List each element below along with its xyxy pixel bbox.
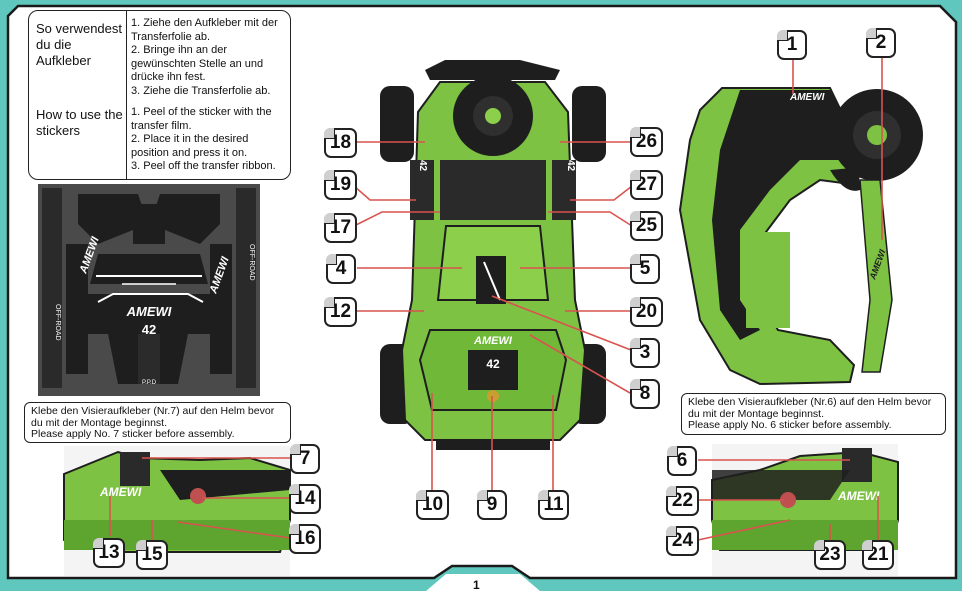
- left-helmet-note: Klebe den Visieraufkleber (Nr.7) auf den…: [24, 402, 291, 443]
- left-note-en: Please apply No. 7 sticker before assemb…: [31, 428, 235, 440]
- divider: [126, 11, 127, 179]
- car-top-view: AMEWI 42 42 42: [380, 60, 606, 450]
- de-step-1: 1. Ziehe den Aufkleber mit der Transferf…: [131, 17, 278, 43]
- callout-27: 27: [630, 170, 663, 200]
- callout-3: 3: [630, 338, 660, 368]
- callout-13: 13: [93, 538, 125, 568]
- de-steps: 1. Ziehe den Aufkleber mit der Transferf…: [131, 17, 287, 98]
- car-side-view-left: AMEWI: [63, 446, 291, 576]
- callout-17: 17: [324, 213, 357, 243]
- callout-12: 12: [324, 297, 357, 327]
- en-step-3: 3. Peel off the transfer ribbon.: [131, 160, 276, 172]
- right-note-de: Klebe den Visieraufkleber (Nr.6) auf den…: [688, 396, 932, 420]
- callout-2: 2: [866, 28, 896, 58]
- en-question: How to use the stickers: [36, 107, 123, 138]
- sheet-ppd-text: P.P.D: [142, 380, 157, 386]
- sheet-offroad-left: OFF-ROAD: [54, 304, 61, 341]
- callout-4: 4: [326, 254, 356, 284]
- en-steps: 1. Peel of the sticker with the transfer…: [131, 106, 287, 174]
- callout-22: 22: [666, 486, 699, 516]
- hood-number-text: 42: [486, 357, 500, 371]
- sticker-instructions-panel: So verwendest du die Aufkleber 1. Ziehe …: [28, 10, 291, 180]
- callout-11: 11: [538, 490, 569, 520]
- left-note-de: Klebe den Visieraufkleber (Nr.7) auf den…: [31, 405, 275, 429]
- callout-6: 6: [667, 446, 697, 476]
- de-question: So verwendest du die Aufkleber: [36, 21, 122, 68]
- hood-brand-text: AMEWI: [473, 335, 513, 347]
- sheet-brand-text: AMEWI: [126, 304, 172, 319]
- right-note-en: Please apply No. 6 sticker before assemb…: [688, 419, 892, 431]
- sticker-sheet: AMEWI 42 P.P.D OFF-ROAD OFF-ROAD AMEWI A…: [38, 184, 260, 396]
- remote-brand-text: AMEWI: [789, 92, 825, 103]
- sheet-number-text: 42: [142, 322, 156, 337]
- sheet-offroad-right: OFF-ROAD: [248, 244, 255, 281]
- en-step-2: 2. Place it in the desired position and …: [131, 133, 249, 159]
- callout-24: 24: [666, 526, 699, 556]
- callout-19: 19: [324, 170, 357, 200]
- callout-14: 14: [289, 484, 321, 514]
- callout-8: 8: [630, 379, 660, 409]
- de-step-2: 2. Bringe ihn an der gewünschten Stelle …: [131, 44, 264, 83]
- left-side-brand-text: AMEWI: [99, 485, 142, 499]
- callout-16: 16: [289, 524, 321, 554]
- remote-controller: AMEWI AMEWI: [678, 87, 923, 386]
- callout-25: 25: [630, 211, 663, 241]
- callout-23: 23: [814, 540, 846, 570]
- leader-lines: [109, 58, 883, 542]
- callout-15: 15: [136, 540, 168, 570]
- de-step-3: 3. Ziehe die Transferfolie ab.: [131, 84, 271, 97]
- sticker-sheet-art: AMEWI 42 P.P.D OFF-ROAD OFF-ROAD AMEWI A…: [38, 184, 260, 396]
- side-number-left: 42: [417, 160, 428, 172]
- callout-18: 18: [324, 128, 357, 158]
- right-side-brand-text: AMEWI: [837, 489, 880, 503]
- right-helmet-note: Klebe den Visieraufkleber (Nr.6) auf den…: [681, 393, 946, 435]
- callout-7: 7: [290, 444, 320, 474]
- callout-26: 26: [630, 127, 663, 157]
- callout-20: 20: [630, 297, 663, 327]
- en-step-1: 1. Peel of the sticker with the transfer…: [131, 106, 272, 132]
- page-number: 1: [473, 578, 480, 592]
- callout-1: 1: [777, 30, 807, 60]
- callout-10: 10: [416, 490, 449, 520]
- side-number-right: 42: [565, 160, 576, 172]
- callout-21: 21: [862, 540, 894, 570]
- callout-9: 9: [477, 490, 507, 520]
- callout-5: 5: [630, 254, 660, 284]
